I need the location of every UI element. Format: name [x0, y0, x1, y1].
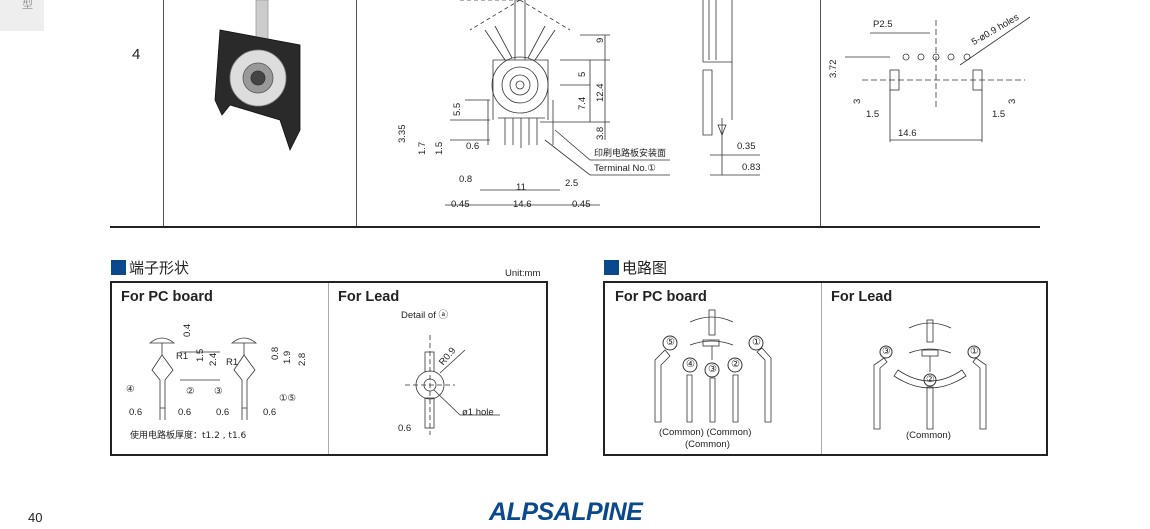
- unit-label: Unit:mm: [505, 268, 541, 279]
- dim-label: P2.5: [873, 19, 893, 30]
- box-divider: [821, 283, 822, 454]
- dim-label: 14.6: [513, 199, 532, 210]
- box-divider: [328, 283, 329, 454]
- terminal-shape-lead-drawing: [405, 335, 500, 435]
- terminal-number: ④: [686, 359, 695, 370]
- terminal-number: ①⑤: [279, 393, 297, 404]
- terminal-number: ③: [214, 386, 223, 397]
- dim-label: 2.8: [297, 352, 308, 366]
- section-title-text: 端子形状: [129, 259, 190, 277]
- dim-label: 12.4: [595, 83, 606, 103]
- dim-label: 1.9: [282, 350, 293, 364]
- dim-label: ø1 hole: [462, 407, 494, 418]
- callout-label: 印刷电路板安装面: [594, 149, 667, 159]
- dim-label: 14.6: [898, 128, 917, 139]
- circuit-pc-drawing: [654, 309, 772, 423]
- table-bottom-rule: [110, 226, 1040, 228]
- dim-label: 7.4: [577, 96, 588, 110]
- product-photo: [214, 0, 301, 152]
- dim-label: 3.72: [828, 59, 839, 79]
- dim-label: 0.6: [216, 407, 230, 418]
- dim-label: 1.7: [417, 141, 428, 155]
- section-marker: [111, 260, 126, 275]
- dim-label: 5.5: [452, 102, 463, 116]
- circuit-lead-drawing: [873, 319, 987, 430]
- section-title-text: 电路图: [622, 259, 668, 277]
- dim-label: 0.83: [742, 162, 761, 173]
- terminal-number: ③: [708, 364, 717, 375]
- terminal-number: ①: [752, 337, 761, 348]
- alpsalpine-logo: ALPSALPINE: [489, 498, 643, 526]
- pcb-layout-drawing: [845, 16, 1031, 142]
- terminal-number: ②: [731, 359, 740, 370]
- side-tab[interactable]: 型: [0, 0, 44, 31]
- dim-label: 9: [595, 37, 606, 43]
- dim-label: 2.5: [565, 178, 579, 189]
- dim-label: 0.45: [451, 199, 470, 210]
- callout-label: Terminal No.①: [594, 163, 656, 174]
- dim-label: 11: [516, 182, 526, 193]
- side-tab-label: 型: [22, 0, 33, 11]
- pc-board-heading: For PC board: [615, 289, 707, 305]
- dim-label: 1.5: [992, 109, 1006, 120]
- dim-label: 1.5: [434, 141, 445, 155]
- dim-label: 0.6: [398, 423, 412, 434]
- common-label: (Common): [906, 430, 951, 441]
- dim-label: 3.35: [397, 124, 408, 144]
- dim-label: 2.4: [208, 352, 219, 366]
- dim-label: 0.8: [459, 174, 473, 185]
- dim-label: 3.8: [595, 126, 606, 140]
- front-view-drawing: [445, 0, 670, 206]
- table-divider: [820, 0, 821, 227]
- terminal-shape-pc-drawing: [148, 337, 258, 420]
- lead-heading: For Lead: [831, 289, 893, 305]
- circuit-box: [603, 281, 1048, 456]
- dim-label: 3: [852, 98, 863, 104]
- dim-label: 0.6: [129, 407, 143, 418]
- circuit-section-title: 电路图: [604, 257, 667, 278]
- dim-label: 0.45: [572, 199, 591, 210]
- dim-label: 0.6: [178, 407, 192, 418]
- terminal-number: ⑤: [666, 337, 675, 348]
- side-view-drawing: [702, 0, 760, 176]
- lead-heading: For Lead: [338, 289, 400, 305]
- terminal-section-title: 端子形状: [111, 257, 189, 278]
- dim-label: R1: [226, 357, 239, 368]
- terminal-number: ④: [126, 384, 135, 395]
- terminal-number: ②: [186, 386, 195, 397]
- dim-label: 1.5: [195, 348, 206, 362]
- detail-label: Detail of ⓐ: [401, 310, 448, 321]
- dim-label: R1: [176, 351, 189, 362]
- common-label: (Common): [685, 439, 730, 450]
- dim-label: 0.35: [737, 141, 756, 152]
- pc-board-heading: For PC board: [121, 289, 213, 305]
- table-divider: [356, 0, 357, 227]
- dim-label: 0.8: [270, 346, 281, 360]
- dim-label: 1.5: [866, 109, 880, 120]
- dim-label: 0.4: [182, 323, 193, 337]
- dim-label: 0.6: [466, 141, 480, 152]
- terminal-shape-box: [110, 281, 548, 456]
- terminal-number: ②: [926, 374, 935, 385]
- dim-label: 0.6: [263, 407, 277, 418]
- dim-label: 5: [577, 71, 588, 77]
- terminal-number: ③: [882, 346, 891, 357]
- section-marker: [604, 260, 619, 275]
- board-thickness-note: 使用电路板厚度：t1.2 , t1.6: [130, 431, 247, 441]
- terminal-number: ①: [970, 346, 979, 357]
- dim-label: 3: [1007, 98, 1018, 104]
- common-label: (Common) (Common): [659, 427, 752, 438]
- table-divider: [163, 0, 164, 227]
- page-number: 40: [28, 510, 43, 525]
- row-number: 4: [132, 46, 141, 63]
